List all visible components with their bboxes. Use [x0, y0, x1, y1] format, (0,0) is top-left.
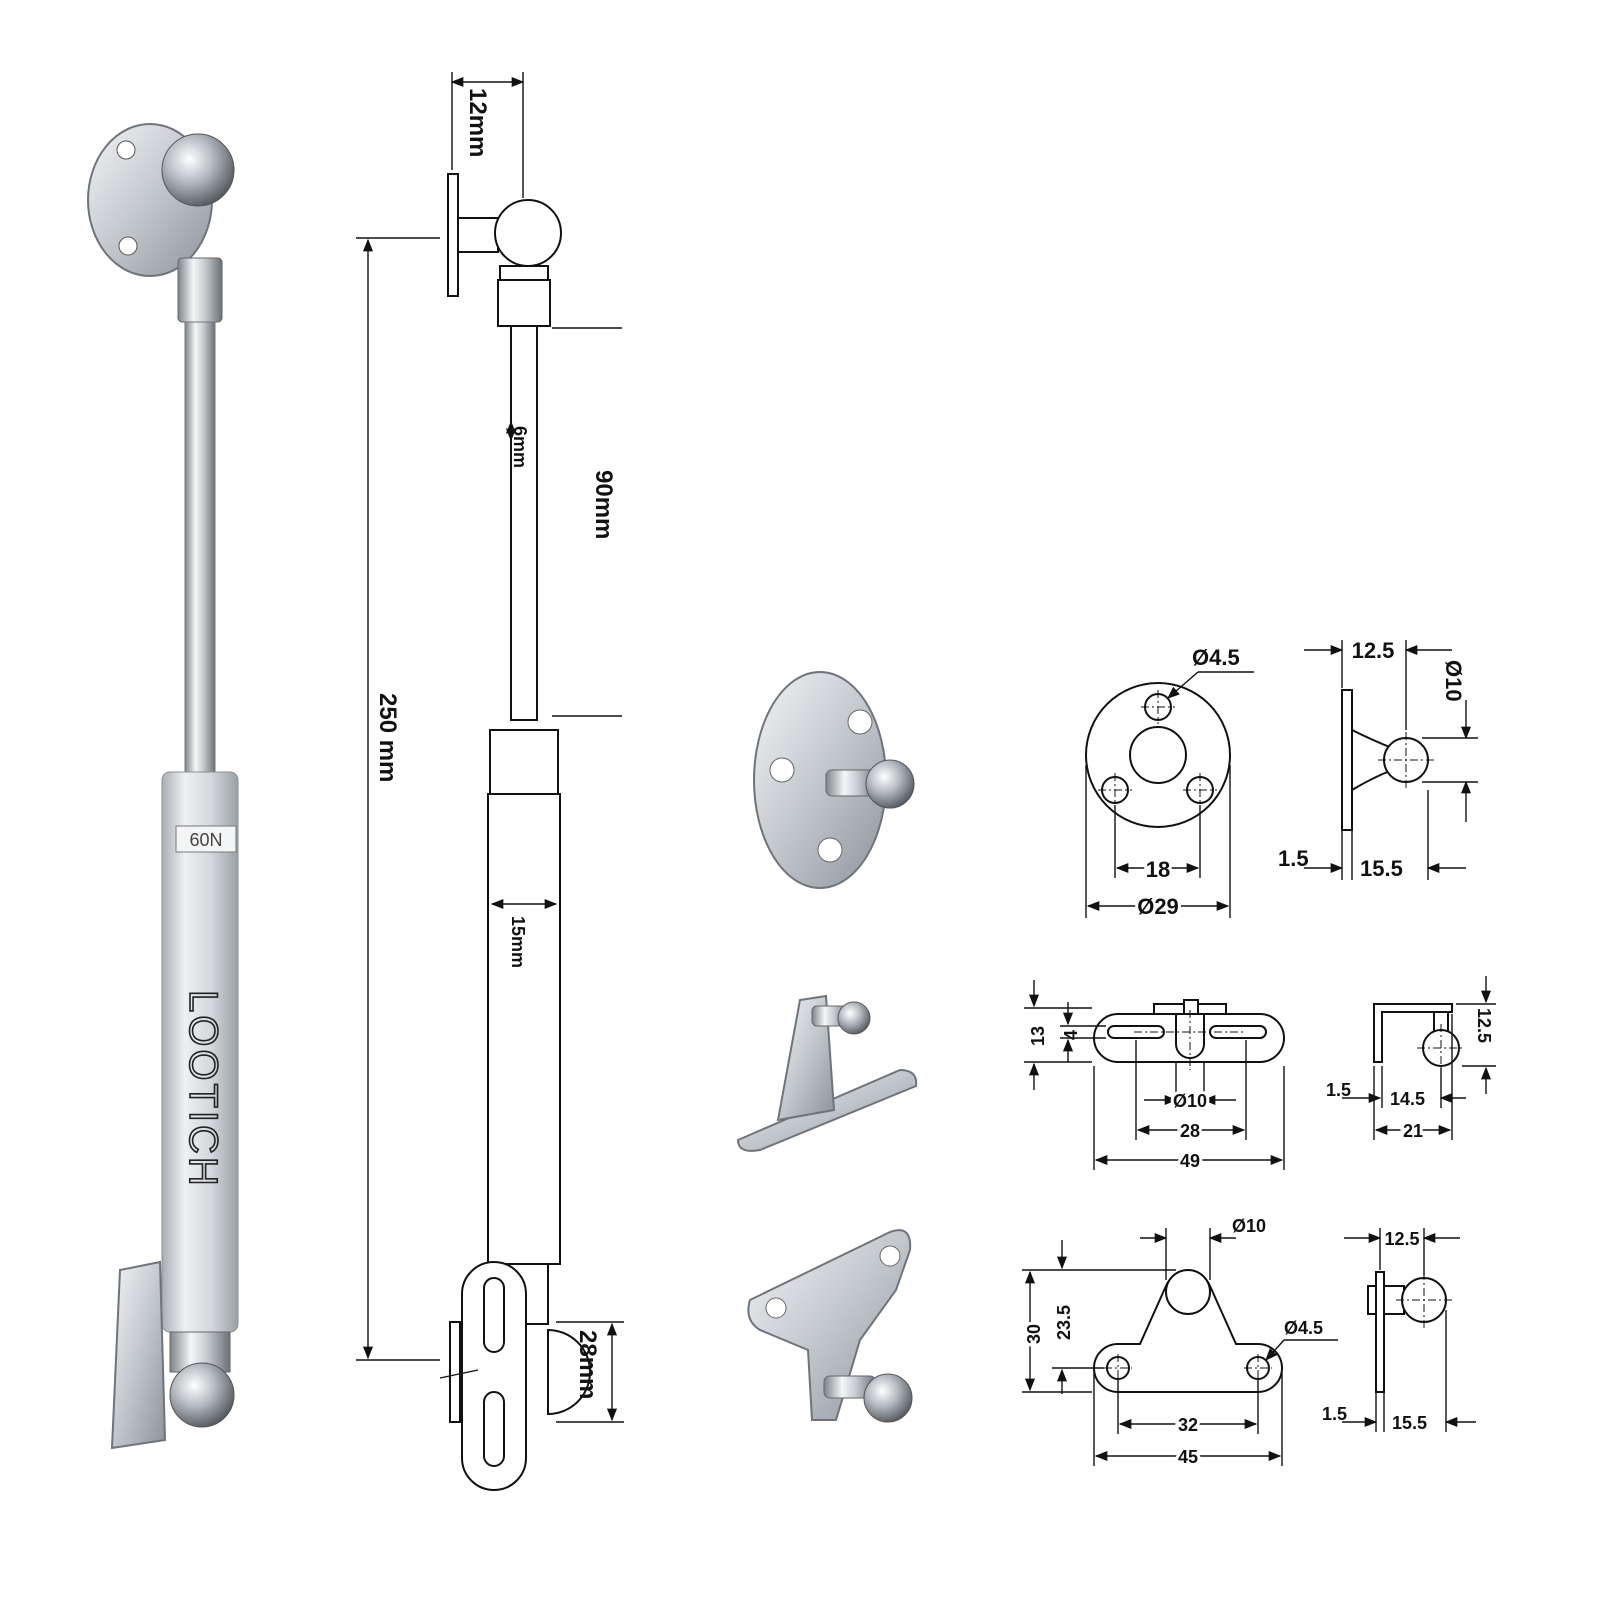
rod-end-cap: [177, 257, 223, 323]
force-label: 60N: [189, 830, 222, 850]
dim-tri-ball-height: 23.5: [1054, 1305, 1074, 1340]
body-outline: [487, 793, 561, 1265]
dim-total-height: 13: [1028, 1026, 1048, 1046]
bracket-l-photo: [736, 994, 918, 1152]
dim-top-mount-width: 12mm: [464, 88, 491, 157]
bracket-round-photo: [753, 671, 915, 889]
dim-slot-spacing: 28: [1180, 1121, 1200, 1141]
bracket-l-top-view: 13 4 Ø10 28 49: [1024, 980, 1285, 1174]
dim-bottom-mount-height: 28mm: [574, 1330, 601, 1399]
bracket-tri-photo: [747, 1229, 913, 1423]
dim-hole-dia: Ø4.5: [1192, 645, 1240, 670]
mount-hole-icon: [116, 140, 136, 160]
dim-tri-hole-dia: Ø4.5: [1284, 1318, 1323, 1338]
dim-rod-diameter: 6mm: [510, 426, 530, 468]
dim-total-depth: 15.5: [1360, 856, 1403, 881]
bracket-round-side-view: 12.5 Ø10 1.5 15.5: [1278, 638, 1478, 881]
dim-l-plate-thickness: 1.5: [1326, 1080, 1351, 1100]
bottom-mount-outline: [461, 1261, 527, 1491]
bracket-l-side-view: 12.5 1.5 14.5 21: [1326, 976, 1496, 1144]
dim-tri-hole-spacing: 32: [1178, 1415, 1198, 1435]
brand-label: LOOTICH: [181, 990, 225, 1189]
ball-stud-icon: [865, 759, 915, 809]
dim-ball-dia: Ø10: [1441, 660, 1466, 702]
dim-stud-length: 12.5: [1352, 638, 1395, 663]
dim-tri-total-depth: 15.5: [1392, 1413, 1427, 1433]
dim-tri-total-length: 45: [1178, 1447, 1198, 1467]
dim-l-height: 12.5: [1474, 1008, 1494, 1043]
mount-hole-icon: [118, 236, 138, 256]
dim-tri-total-height: 30: [1024, 1324, 1044, 1344]
dim-slot-width: 4: [1061, 1030, 1081, 1040]
dim-stroke-length: 90mm: [590, 470, 617, 539]
bottom-ball-joint-icon: [169, 1362, 235, 1428]
dim-body-diameter: 15mm: [508, 916, 528, 968]
bracket-tri-top-view: Ø10 Ø4.5 30 23.5 32 45: [1021, 1216, 1338, 1470]
piston-rod: [184, 321, 216, 773]
ball-stud-icon: [837, 1001, 871, 1035]
dim-tri-ball-dia: Ø10: [1232, 1216, 1266, 1236]
dim-tri-stud-length: 12.5: [1384, 1229, 1419, 1249]
dim-plate-thickness: 1.5: [1278, 846, 1309, 871]
rod-outline: [510, 325, 538, 721]
ball-joint-icon: [161, 133, 235, 207]
dim-total-length: 250 mm: [374, 693, 401, 782]
bottom-mount-plate: [110, 1260, 167, 1450]
force-label-box: [175, 825, 237, 853]
dim-plate-dia: Ø29: [1137, 894, 1179, 919]
ball-stud-icon: [863, 1373, 913, 1423]
bracket-round-front-view: Ø4.5 18 Ø29: [1085, 645, 1254, 922]
dim-l-total-length: 49: [1180, 1151, 1200, 1171]
dim-tri-plate-thickness: 1.5: [1322, 1404, 1347, 1424]
top-mount-plate-outline: [447, 173, 459, 297]
strut-photo: 60N LOOTICH: [87, 123, 239, 1450]
dim-hole-spacing: 18: [1146, 857, 1170, 882]
strut-drawing: 12mm 250 mm 90mm 6mm 15mm 28mm: [356, 72, 624, 1491]
top-ball-outline: [494, 199, 562, 267]
dim-l-ball-dia: Ø10: [1173, 1091, 1207, 1111]
dim-l-ball-offset: 14.5: [1390, 1089, 1425, 1109]
bracket-tri-side-view: 12.5 1.5 15.5: [1322, 1226, 1476, 1433]
dim-l-total-depth: 21: [1403, 1121, 1423, 1141]
